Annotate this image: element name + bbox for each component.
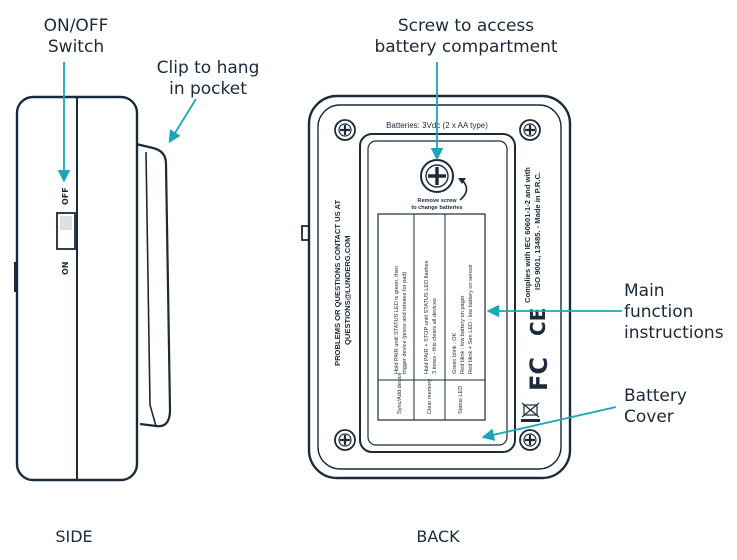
- side-port: [14, 262, 18, 292]
- belt-clip: [135, 142, 172, 428]
- label-switch-1: ON/OFF: [44, 16, 109, 36]
- arrow-cover: [481, 406, 617, 441]
- label-main-3: instructions: [624, 323, 724, 343]
- label-side-view: SIDE: [55, 527, 92, 546]
- label-clip-1: Clip to hang: [157, 58, 260, 78]
- label-clip-2: in pocket: [169, 79, 247, 99]
- contact-line1: PROBLEMS OR QUESTIONS CONTACT US AT: [333, 200, 342, 366]
- label-back-view: BACK: [416, 527, 460, 546]
- row-text-clear-2: 3 times - this clears all devices: [432, 298, 438, 374]
- row-text-status-1: Green blink : OK: [452, 332, 458, 374]
- corner-screw-icon: [334, 119, 356, 141]
- row-label-clear: Clear memory: [427, 379, 433, 414]
- label-main-1: Main: [624, 281, 665, 301]
- corner-screw-icon: [519, 429, 541, 451]
- row-text-clear-1: Hold PAIR + STOP until STATUS LED flashe…: [424, 260, 430, 374]
- device-back-inner: [317, 104, 562, 470]
- unscrew-arrowhead-icon: [458, 178, 466, 184]
- row-text-sync-2: trigger device (press and release for pa…: [402, 272, 408, 374]
- side-view-device: OFF ON: [14, 95, 172, 482]
- remove-screw-line2: to change batteries: [411, 205, 462, 211]
- contact-line2: QUESTIONS@LUNDERG.COM: [343, 235, 352, 345]
- table-row: Status LED Green blink : OK Red blink : …: [452, 264, 474, 414]
- corner-screw-icon: [334, 429, 356, 451]
- label-main-2: function: [624, 302, 693, 322]
- battery-screw-icon[interactable]: [420, 159, 454, 193]
- instructions-table: [377, 213, 486, 421]
- label-cover-2: Cover: [624, 407, 674, 427]
- table-row: Sync/Add device Hold PAIR until STATUS L…: [394, 266, 408, 414]
- fc-mark-icon: FC: [525, 357, 553, 391]
- row-text-status-3: Red blink + Sen LED : low battery on sen…: [468, 264, 474, 374]
- label-screw-2: battery compartment: [374, 37, 557, 57]
- row-text-sync-1: Hold PAIR until STATUS LED is green, the…: [394, 266, 400, 374]
- label-screw-1: Screw to access: [398, 16, 534, 36]
- on-off-switch[interactable]: [56, 212, 76, 250]
- label-switch-2: Switch: [48, 37, 104, 57]
- row-label-status: Status LED: [458, 386, 464, 414]
- corner-screw-icon: [519, 119, 541, 141]
- switch-on-label: ON: [61, 262, 70, 276]
- ce-mark-icon: CE: [526, 308, 550, 336]
- back-view-device: Batteries: 3Vdc (2 x AA type) Remove scr…: [301, 94, 572, 480]
- table-row: Clear memory Hold PAIR + STOP until STAT…: [424, 260, 438, 414]
- remove-screw-line1: Remove screw: [417, 198, 457, 204]
- compliance-line2: ISO 9001, 13485. - Made in P.R.C.: [533, 172, 542, 290]
- switch-off-label: OFF: [61, 187, 70, 205]
- label-cover-1: Battery: [624, 386, 687, 406]
- arrow-clip: [168, 98, 197, 144]
- switch-knob: [60, 216, 72, 230]
- row-text-status-2: Red blink : low battery on pager: [460, 295, 466, 374]
- row-label-sync: Sync/Add device: [397, 372, 403, 414]
- weee-bin-icon: [521, 402, 540, 422]
- belt-clip-inner: [145, 151, 157, 427]
- compliance-line1: Complies with IEC 60601-1-2 and with: [523, 167, 532, 303]
